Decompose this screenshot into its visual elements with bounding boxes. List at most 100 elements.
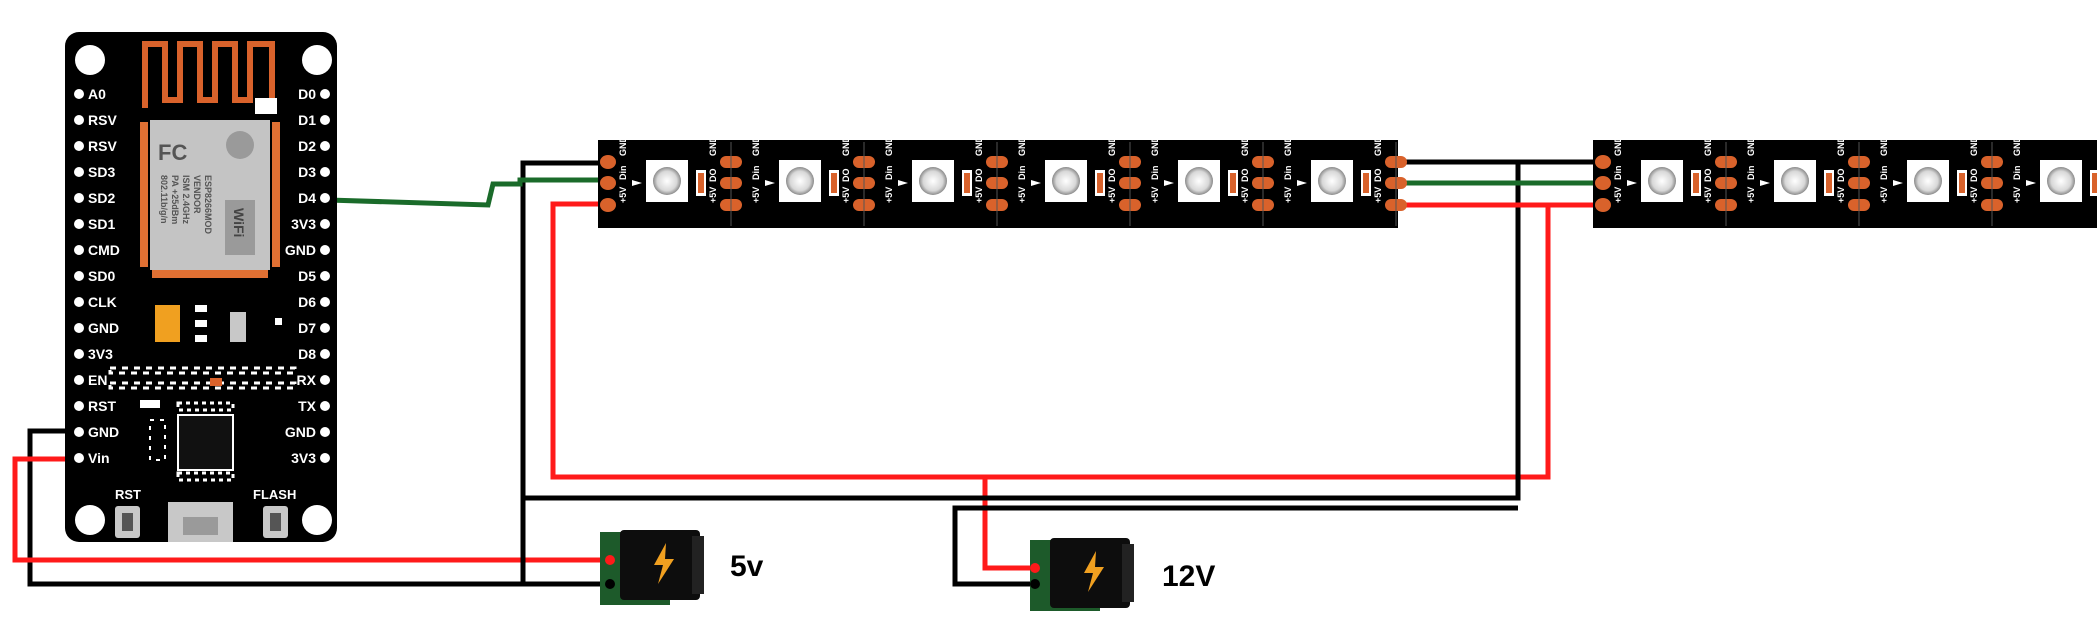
data-arrow-icon <box>2026 180 2036 186</box>
right-pin-pad[interactable] <box>320 141 330 151</box>
left-pin-label: 3V3 <box>88 346 113 362</box>
smd-crystal <box>210 378 222 386</box>
right-pin-pad[interactable] <box>320 323 330 333</box>
lightning-icon <box>654 543 674 584</box>
module-text-pa: PA +25dBm <box>170 175 180 224</box>
strip-pad-label: DO <box>1240 169 1250 183</box>
left-pin-pad[interactable] <box>74 167 84 177</box>
left-pin-pad[interactable] <box>74 245 84 255</box>
strip-pad-label: +5V <box>974 187 984 203</box>
led-die <box>786 167 814 195</box>
strip-pad-label: DO <box>1836 169 1846 183</box>
right-pin-label: 3V3 <box>291 450 316 466</box>
wire-12v-ground-to-jack <box>952 505 1518 587</box>
module-vendor: VENDOR <box>192 175 202 214</box>
strip-pad-label: DO <box>1969 169 1979 183</box>
led-die <box>1781 167 1809 195</box>
right-pin-label: D0 <box>298 86 316 102</box>
right-pin-pad[interactable] <box>320 271 330 281</box>
led-die <box>1185 167 1213 195</box>
strip-input-pad[interactable] <box>1595 176 1611 190</box>
jack-5v-barrel <box>692 536 704 594</box>
right-pin-label: D5 <box>298 268 316 284</box>
left-pin-pad[interactable] <box>74 427 84 437</box>
right-pin-pad[interactable] <box>320 167 330 177</box>
strip-input-pad[interactable] <box>1595 198 1611 212</box>
strip-capacitor-body <box>2092 173 2097 193</box>
strip-pad-label: +5V <box>1150 187 1160 203</box>
right-pin-pad[interactable] <box>320 193 330 203</box>
left-pin-pad[interactable] <box>74 89 84 99</box>
left-pin-label: SD2 <box>88 190 115 206</box>
right-pin-pad[interactable] <box>320 401 330 411</box>
right-pin-label: GND <box>285 242 316 258</box>
supply-12v-label: 12V <box>1162 560 1215 593</box>
strip-pad-label: Din <box>1150 166 1160 181</box>
left-pin-pad[interactable] <box>74 297 84 307</box>
strip-input-pad[interactable] <box>1595 155 1611 169</box>
right-pin-label: TX <box>298 398 317 414</box>
right-pin-pad[interactable] <box>320 349 330 359</box>
smd-3 <box>195 335 207 342</box>
esp-module-castellations <box>140 122 148 267</box>
wire-gnd-5v-to-strip <box>520 160 618 587</box>
strip-pad-label: +5V <box>1836 187 1846 203</box>
left-pin-label: RST <box>88 398 116 414</box>
nodemcu-board: FC ESP8266MOD VENDOR ISM 2.4GHz PA +25dB… <box>65 32 337 542</box>
left-pin-pad[interactable] <box>74 141 84 151</box>
wire-data-d4-to-strip <box>327 177 618 208</box>
right-pin-pad[interactable] <box>320 89 330 99</box>
strip-capacitor-body <box>1693 173 1699 193</box>
left-pin-pad[interactable] <box>74 193 84 203</box>
power-jack-5v: 5v <box>600 530 764 605</box>
strip-pad-label: Din <box>1879 166 1889 181</box>
data-arrow-icon <box>1760 180 1770 186</box>
antenna-trace <box>142 41 275 108</box>
right-pin-pad[interactable] <box>320 115 330 125</box>
strip-input-pad[interactable] <box>600 198 616 212</box>
right-pin-pad[interactable] <box>320 453 330 463</box>
jack-5v-pin-pos <box>605 555 615 565</box>
wire-vin-board-to-5v <box>12 456 610 563</box>
right-pin-pad[interactable] <box>320 297 330 307</box>
right-pin-pad[interactable] <box>320 375 330 385</box>
strip-input-pad[interactable] <box>600 155 616 169</box>
strip-pad-label: +5V <box>1879 187 1889 203</box>
mount-hole-top-right <box>302 45 332 75</box>
right-pin-pad[interactable] <box>320 427 330 437</box>
wifi-mark: WiFi <box>231 208 247 237</box>
right-pin-pad[interactable] <box>320 219 330 229</box>
right-pin-pad[interactable] <box>320 245 330 255</box>
left-pin-pad[interactable] <box>74 453 84 463</box>
flash-button-cap <box>270 513 281 531</box>
strip-input-pad[interactable] <box>600 176 616 190</box>
strip-pad-label: GND <box>1879 136 1889 157</box>
mount-hole-bottom-right <box>302 505 332 535</box>
left-pin-pad[interactable] <box>74 323 84 333</box>
right-pin-label: RX <box>297 372 317 388</box>
left-pin-label: A0 <box>88 86 106 102</box>
data-arrow-icon <box>898 180 908 186</box>
smd-4 <box>230 312 246 342</box>
left-pin-pad[interactable] <box>74 219 84 229</box>
strip-capacitor-body <box>1230 173 1236 193</box>
strip-pad-label: +5V <box>708 187 718 203</box>
smd-5 <box>275 318 282 325</box>
left-pin-pad[interactable] <box>74 271 84 281</box>
left-pin-pad[interactable] <box>74 115 84 125</box>
strip-pad-label: DO <box>1107 169 1117 183</box>
mount-hole-top-left <box>75 45 105 75</box>
left-pin-pad[interactable] <box>74 375 84 385</box>
strip-pad-label: +5V <box>884 187 894 203</box>
wire-12v-positive-to-jack <box>982 477 1035 571</box>
module-text-protocol: 802.11b/g/n <box>159 175 169 224</box>
rst-button-cap <box>122 513 133 531</box>
strip-pad-label: GND <box>751 136 761 157</box>
left-pin-label: Vin <box>88 450 110 466</box>
strip-pad-label: +5V <box>618 187 628 203</box>
strip-pad-label: GND <box>1836 136 1846 157</box>
left-pin-pad[interactable] <box>74 401 84 411</box>
left-pin-pad[interactable] <box>74 349 84 359</box>
left-pin-label: GND <box>88 320 119 336</box>
strip-pad-label: +5V <box>751 187 761 203</box>
